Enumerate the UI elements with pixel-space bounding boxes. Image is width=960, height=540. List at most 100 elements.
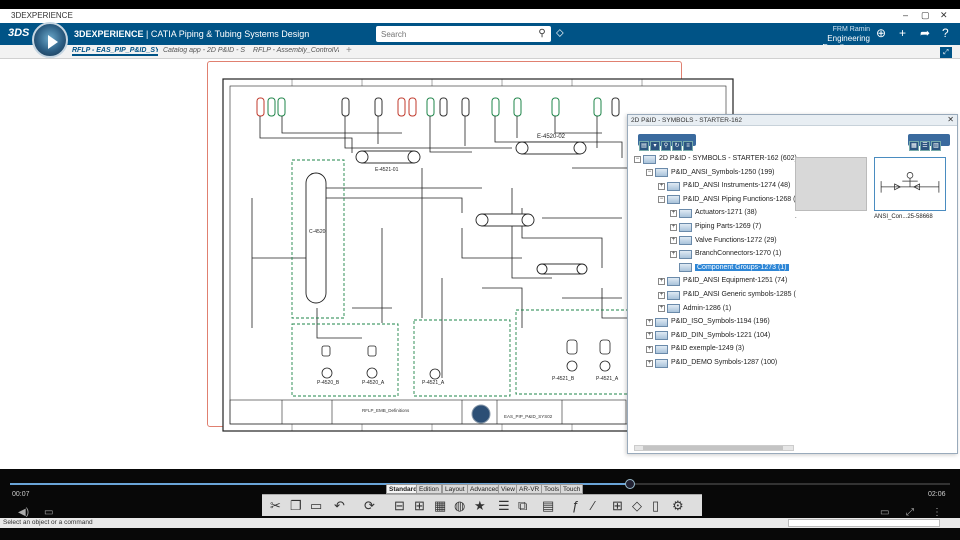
collapse-node-icon[interactable]: − [634, 155, 641, 163]
tree-node[interactable]: + P&ID_DIN_Symbols-1221 (104) [646, 330, 770, 342]
close-icon[interactable]: ✕ [940, 10, 948, 20]
grid-icon[interactable]: ▦ [434, 498, 447, 513]
expand-node-icon[interactable]: + [646, 332, 653, 340]
tree-node[interactable]: −P&ID_ANSI_Symbols-1250 (199) [646, 167, 775, 179]
tree-node[interactable]: +P&ID_DEMO Symbols-1287 (100) [646, 357, 777, 369]
share-icon[interactable]: ➦ [920, 26, 931, 40]
view-detail-icon[interactable]: ▥ [931, 141, 941, 151]
expand-node-icon[interactable]: + [670, 237, 677, 245]
tree-node[interactable]: + BranchConnectors-1270 (1) [670, 248, 781, 260]
expand-node-icon[interactable]: + [670, 223, 677, 231]
tree-node[interactable]: +P&ID_ANSI Instruments-1274 (48) [658, 180, 790, 192]
pip-icon[interactable]: ▭ [880, 507, 890, 518]
filter-icon[interactable]: ▾ [650, 141, 660, 151]
fullscreen-video-icon[interactable]: ⤢ [906, 507, 914, 518]
section-tab-ar-vr[interactable]: AR-VR [516, 484, 543, 494]
minimize-icon[interactable]: – [903, 10, 909, 20]
panel-close-icon[interactable]: ✕ [947, 115, 954, 124]
catalog-icon[interactable]: ▤ [542, 498, 555, 513]
tree-node[interactable]: −P&ID_ANSI Piping Functions-1268 ( [658, 194, 795, 206]
section-tab-touch[interactable]: Touch [560, 484, 584, 494]
folder-icon[interactable]: ▤ [639, 141, 649, 151]
tree-node[interactable]: + P&ID_ISO_Symbols-1194 (196) [646, 316, 770, 328]
tree-scrollbar[interactable] [634, 445, 794, 451]
section-tab-view[interactable]: View [498, 484, 518, 494]
expand-node-icon[interactable]: + [658, 182, 665, 190]
volume-icon[interactable]: ◀) [18, 507, 30, 518]
new-tab-icon[interactable]: + [346, 45, 352, 56]
pipe-icon[interactable]: ▯ [652, 498, 660, 513]
tag-tool-icon[interactable]: ◇ [632, 498, 642, 513]
expand-node-icon[interactable]: + [670, 209, 677, 217]
section-tab-tools[interactable]: Tools [541, 484, 563, 494]
tree-node[interactable]: +Actuators-1271 (38) [670, 207, 757, 219]
expand-node-icon[interactable]: + [646, 359, 653, 367]
star-icon[interactable]: ★ [474, 498, 486, 513]
search-icon[interactable]: ⚲ [538, 28, 546, 39]
expand-node-icon[interactable]: + [670, 250, 677, 258]
tree-node[interactable]: +Piping Parts-1269 (7) [670, 221, 761, 233]
user-add-icon[interactable]: ⊕ [876, 26, 887, 40]
expand-node-icon[interactable]: + [646, 345, 653, 353]
tab-rflp-eas[interactable]: RFLP - EAS_PIP_P&ID_SYS [72, 47, 158, 56]
collapse-icon[interactable]: ≡ [683, 141, 693, 151]
component-icon[interactable]: ⊟ [394, 498, 405, 513]
collapse-node-icon[interactable]: − [658, 196, 665, 204]
formula-icon[interactable]: ƒ [572, 498, 580, 513]
scrollbar-thumb[interactable] [643, 446, 783, 450]
tag-icon[interactable]: ⬦ [556, 27, 564, 39]
section-tab-edition[interactable]: Edition [416, 484, 442, 494]
title-block-name: EAS_PIP_P&ID_SYS02 [504, 414, 553, 419]
compass-icon[interactable] [32, 22, 68, 58]
zoom-icon[interactable]: ⚲ [661, 141, 671, 151]
view-grid-icon[interactable]: ▦ [909, 141, 919, 151]
network-icon[interactable]: ⧉ [518, 498, 528, 513]
equipment-icon[interactable]: ⊞ [414, 498, 425, 513]
tab-assembly[interactable]: RFLP - Assembly_ControlVal [253, 47, 339, 54]
paste-icon[interactable]: ▭ [310, 498, 323, 513]
settings-icon[interactable]: ⚙ [672, 498, 684, 513]
tree-node[interactable]: +Admin-1286 (1) [658, 303, 731, 315]
tree-node-label: BranchConnectors-1270 (1) [695, 250, 782, 258]
captions-icon[interactable]: ▭ [44, 507, 54, 518]
video-progress-fill [10, 483, 631, 485]
expand-node-icon[interactable]: + [658, 305, 665, 313]
expand-node-icon[interactable]: + [658, 291, 665, 299]
tree-node[interactable]: +P&ID_ANSI Generic symbols-1285 ( [658, 289, 796, 301]
tree-node[interactable]: −2D P&ID - SYMBOLS - STARTER-162 (602) [634, 153, 797, 165]
maximize-icon[interactable]: ▢ [921, 10, 930, 20]
symbols-panel[interactable]: 2D P&ID - SYMBOLS - STARTER-162 ✕ ▤▾⚲↻≡ … [627, 114, 958, 454]
tree-node[interactable]: + P&ID exemple-1249 (3) [646, 343, 744, 355]
update-icon[interactable]: ⟳ [364, 498, 375, 513]
symbol-thumbnail-ansi[interactable] [874, 157, 946, 211]
tab-catalog[interactable]: Catalog app - 2D P&ID - S [163, 47, 246, 54]
tree-node[interactable]: +P&ID_ANSI Equipment-1251 (74) [658, 275, 787, 287]
search-input[interactable] [376, 26, 551, 42]
view-list-icon[interactable]: ☰ [920, 141, 930, 151]
tree-node-label: P&ID exemple-1249 (3) [671, 345, 745, 353]
command-input[interactable] [788, 519, 940, 527]
measure-icon[interactable]: ⁄ [592, 498, 595, 513]
video-progress-knob[interactable] [625, 479, 636, 489]
collapse-node-icon[interactable]: − [646, 169, 653, 177]
tree-node[interactable]: +Valve Functions-1272 (29) [670, 235, 777, 247]
symbol-thumbnail-blank[interactable] [795, 157, 867, 211]
list-icon[interactable]: ☰ [498, 498, 510, 513]
help-icon[interactable]: ? [942, 26, 949, 40]
more-icon[interactable]: ⋮ [932, 507, 942, 518]
expand-node-icon[interactable]: + [646, 318, 653, 326]
plus-icon[interactable]: + [899, 26, 907, 40]
tree-node-label: P&ID_ISO_Symbols-1194 (196) [671, 318, 770, 326]
section-tab-advanced[interactable]: Advanced [467, 484, 502, 494]
copy-icon[interactable]: ❐ [290, 498, 302, 513]
tree-node[interactable]: Component Groups-1273 (1) [670, 262, 789, 274]
table-icon[interactable]: ⊞ [612, 498, 623, 513]
tree-node-label: P&ID_DIN_Symbols-1221 (104) [671, 331, 771, 339]
section-tab-layout[interactable]: Layout [442, 484, 468, 494]
globe-icon[interactable]: ◍ [454, 498, 466, 513]
expand-node-icon[interactable]: + [658, 277, 665, 285]
fullscreen-icon[interactable]: ⤢ [940, 47, 952, 58]
undo-icon[interactable]: ↶ [334, 498, 345, 513]
refresh-icon[interactable]: ↻ [672, 141, 682, 151]
cut-icon[interactable]: ✂ [270, 498, 281, 513]
